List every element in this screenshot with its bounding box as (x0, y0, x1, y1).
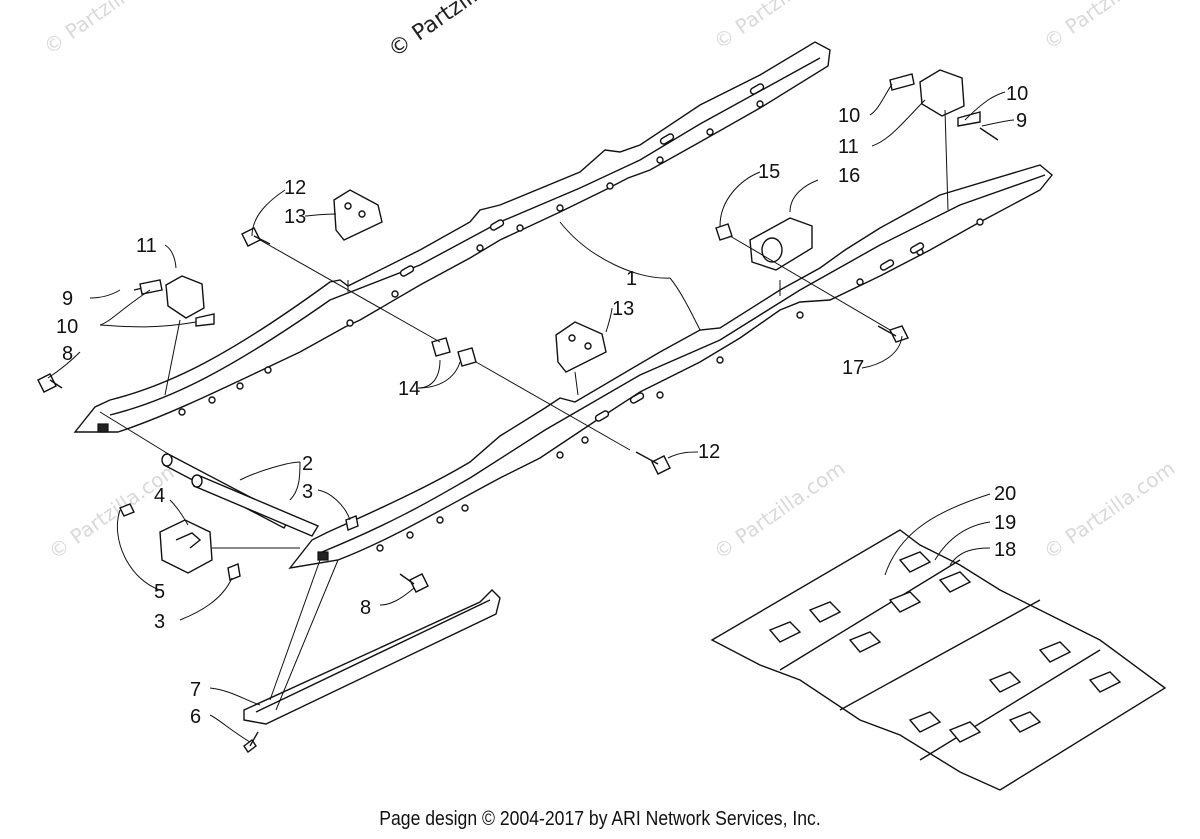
callout-7: 7 (190, 679, 201, 701)
watermark-text: © Partzilla.com (1039, 0, 1179, 54)
watermark-text: © Partzilla.com (709, 0, 849, 54)
callout-9: 9 (1016, 110, 1027, 132)
callout-13: 13 (612, 298, 634, 320)
watermark-text: © Partzilla.com (39, 0, 179, 59)
cross-shafts (161, 453, 320, 537)
callout-12: 12 (698, 441, 720, 463)
callout-15: 15 (758, 161, 780, 183)
callout-6: 6 (190, 706, 201, 728)
callout-8: 8 (62, 343, 73, 365)
callouts: 1 2 3 3 4 5 6 7 8 8 9 9 10 10 10 11 11 1… (56, 83, 1028, 728)
callout-12: 12 (284, 177, 306, 199)
callout-3: 3 (154, 611, 165, 633)
callout-5: 5 (154, 581, 165, 603)
rear-bracket-left (133, 275, 215, 327)
callout-2: 2 (302, 453, 313, 475)
callout-11: 11 (136, 235, 157, 257)
mount-brackets (333, 189, 607, 373)
callout-10: 10 (56, 316, 78, 338)
callout-8: 8 (360, 597, 371, 619)
callout-9: 9 (62, 288, 73, 310)
rear-bracket-right (889, 69, 999, 141)
rail-stop-block (159, 519, 213, 574)
callout-18: 18 (994, 539, 1016, 561)
callout-1: 1 (626, 268, 637, 290)
idler-bracket (749, 217, 813, 271)
callout-14: 14 (398, 378, 420, 400)
hardware (37, 223, 909, 754)
track (710, 529, 1167, 791)
callout-10: 10 (838, 105, 860, 127)
slide-rail-left (73, 41, 831, 433)
callout-10: 10 (1006, 83, 1028, 105)
callout-11: 11 (838, 136, 859, 158)
wear-strip (243, 589, 501, 725)
watermark-text: © Partzilla.com (709, 456, 849, 564)
callout-17: 17 (842, 357, 864, 379)
footer-copyright: Page design © 2004-2017 by ARI Network S… (379, 808, 821, 830)
callout-20: 20 (994, 483, 1016, 505)
slide-rail-right (288, 164, 1053, 569)
callout-3: 3 (302, 481, 313, 503)
watermark-primary: © Partzilla (384, 0, 493, 63)
callout-4: 4 (154, 485, 165, 507)
watermark-text: © Partzilla.com (1039, 456, 1179, 564)
callout-16: 16 (838, 165, 860, 187)
leader-lines (47, 83, 1015, 743)
callout-19: 19 (994, 512, 1016, 534)
callout-13: 13 (284, 206, 306, 228)
